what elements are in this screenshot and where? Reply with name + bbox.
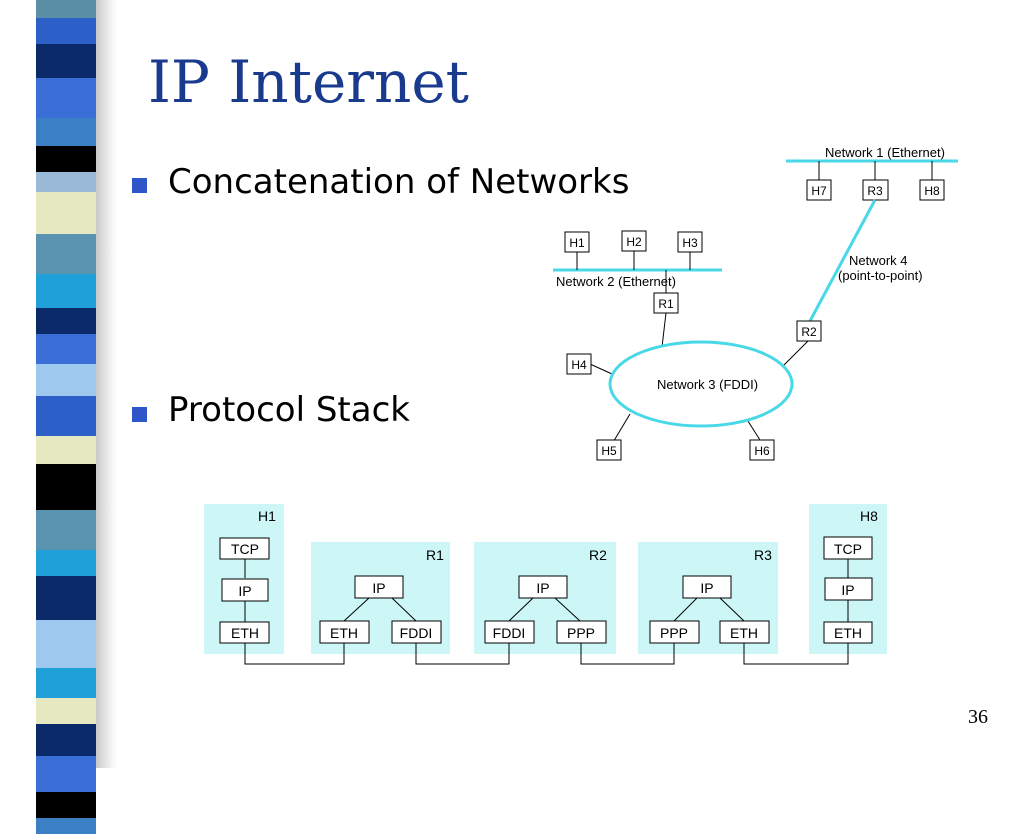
- h8-eth-label: ETH: [834, 625, 862, 641]
- network-4-sublabel: (point-to-point): [838, 268, 923, 283]
- h8-tcp-label: TCP: [834, 541, 862, 557]
- r3-ppp-label: PPP: [660, 625, 688, 641]
- h8-ip-layer: [824, 577, 873, 601]
- link-r3-h8: [743, 643, 849, 665]
- stack-r2-title: R2: [589, 547, 607, 563]
- h1-tcp-layer: [219, 537, 270, 560]
- r3-ip-label: IP: [700, 580, 713, 596]
- node-r1-label: R1: [658, 297, 674, 311]
- node-h5-label: H5: [601, 444, 617, 458]
- h1-ip-label: IP: [238, 583, 251, 599]
- node-r3-label: R3: [867, 184, 883, 198]
- node-h8-label: H8: [924, 184, 940, 198]
- stack-r3-title: R3: [754, 547, 772, 563]
- link-h1-r1: [244, 643, 345, 665]
- network-3-ring: [608, 340, 794, 428]
- node-h8: [919, 179, 945, 201]
- stack-h8-title: H8: [860, 508, 878, 524]
- node-h6-label: H6: [754, 444, 770, 458]
- node-h6: [749, 439, 775, 461]
- link-r1-r2: [415, 643, 510, 665]
- network-2-label: Network 2 (Ethernet): [556, 274, 676, 289]
- node-h1-label: H1: [569, 236, 585, 250]
- r2-ppp-label: PPP: [567, 625, 595, 641]
- decorative-strip: [36, 0, 96, 834]
- bullet-protocol-stack: Protocol Stack: [168, 390, 410, 430]
- node-h4-label: H4: [571, 358, 587, 372]
- r1-fddi-label: FDDI: [400, 625, 433, 641]
- r1-eth-label: ETH: [330, 625, 358, 641]
- r3-eth-label: ETH: [730, 625, 758, 641]
- h8-tcp-layer: [823, 536, 873, 560]
- bullet-icon: [132, 178, 147, 193]
- node-r2-label: R2: [801, 325, 817, 339]
- network-4-line: [808, 199, 877, 322]
- node-h7: [806, 179, 832, 201]
- node-h4: [566, 353, 592, 375]
- node-h5: [596, 439, 622, 461]
- h1-eth-label: ETH: [231, 625, 259, 641]
- node-h3-label: H3: [682, 236, 698, 250]
- r3-ip-layer: [682, 575, 732, 599]
- slide-title: IP Internet: [148, 48, 469, 116]
- stack-r1-title: R1: [426, 547, 444, 563]
- network-3-label: Network 3 (FDDI): [657, 377, 758, 392]
- r2-fddi-label: FDDI: [493, 625, 526, 641]
- node-h1: [564, 231, 590, 253]
- network-diagram: Network 1 (Ethernet) H7 R3 H8 Network 4 …: [204, 145, 958, 665]
- page-number: 36: [968, 706, 988, 728]
- h1-tcp-label: TCP: [231, 541, 259, 557]
- node-h7-label: H7: [811, 184, 827, 198]
- strip-shadow: [96, 0, 118, 768]
- link-r2-r3: [580, 643, 675, 665]
- r2-ip-label: IP: [536, 580, 549, 596]
- node-h3: [677, 231, 703, 253]
- h8-ip-label: IP: [841, 582, 854, 598]
- node-r2: [796, 320, 822, 342]
- r1-ip-label: IP: [372, 580, 385, 596]
- stack-h1-title: H1: [258, 508, 276, 524]
- network-1-label: Network 1 (Ethernet): [825, 145, 945, 160]
- node-h2: [621, 230, 647, 252]
- h1-ip-layer: [221, 578, 269, 602]
- bullet-icon: [132, 407, 147, 422]
- node-r3: [862, 179, 889, 201]
- r1-ip-layer: [354, 575, 404, 599]
- r2-ip-layer: [518, 575, 568, 599]
- bullet-concatenation: Concatenation of Networks: [168, 162, 630, 202]
- network-4-label: Network 4: [849, 253, 908, 268]
- node-h2-label: H2: [626, 235, 642, 249]
